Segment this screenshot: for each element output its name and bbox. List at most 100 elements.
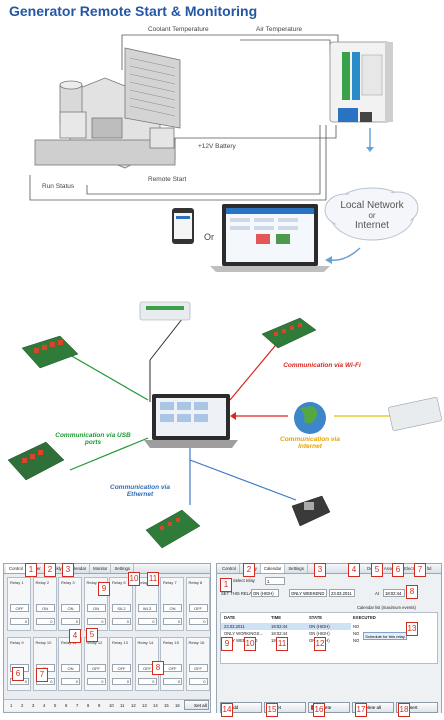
- callout-number: 9: [221, 637, 233, 651]
- run-status-label: Run Status: [42, 183, 75, 190]
- tab-settings[interactable]: Settings: [285, 564, 308, 573]
- relay-name: Relay 3: [61, 580, 75, 585]
- relay-name: Relay 6: [137, 580, 152, 585]
- date-field[interactable]: 23.03.2011: [329, 589, 355, 597]
- relay-module-device: [329, 41, 393, 123]
- mode-select[interactable]: ONLY WEEKEND: [289, 589, 327, 597]
- relay-toggle-button[interactable]: ON: [61, 664, 80, 672]
- relay-value-box: 0: [137, 618, 157, 625]
- tab-monitor[interactable]: Monitor: [90, 564, 112, 573]
- callout-number: 8: [152, 661, 164, 675]
- table-cell: ON (HIGH): [309, 624, 330, 629]
- relay-toggle-button[interactable]: OFF: [188, 664, 208, 672]
- relay-toggle-button[interactable]: SIL2: [112, 604, 131, 612]
- callout-number: 7: [36, 668, 48, 682]
- tab-calendar[interactable]: Calendar: [260, 564, 286, 573]
- relay-toggle-button[interactable]: ON: [163, 604, 182, 612]
- generator-diagram: [29, 34, 419, 272]
- table-cell: ONLY WEEKEND: [224, 638, 258, 643]
- relay-toggle-button[interactable]: OFF: [163, 664, 182, 672]
- relay-name: Relay 13: [112, 640, 128, 645]
- dinrail-module-right: [388, 397, 442, 431]
- callout-number: 4: [69, 629, 81, 643]
- relay-toggle-button[interactable]: ON: [35, 604, 55, 612]
- state-select[interactable]: ON (HIGH): [251, 589, 279, 597]
- relay-name: Relay 8: [188, 580, 203, 585]
- relay-toggle-button[interactable]: OFF: [10, 604, 29, 612]
- relay-value-box: 0: [188, 678, 208, 685]
- relay-toggle-button[interactable]: ON: [86, 604, 106, 612]
- phone-icon: [172, 208, 194, 244]
- relay-toggle-button[interactable]: OFF: [86, 664, 106, 672]
- relay-toggle-button[interactable]: ON: [61, 604, 80, 612]
- relay-tile: Relay 11ON0: [58, 637, 82, 691]
- table-cell: ON (HIGH): [309, 631, 330, 636]
- relay-toggle-button[interactable]: OFF: [188, 604, 208, 612]
- tab-control[interactable]: Control: [6, 564, 27, 573]
- relay-value-box: 0: [61, 618, 80, 625]
- page-title: Generator Remote Start & Monitoring: [9, 3, 258, 19]
- cloud-icon: [324, 187, 419, 241]
- relay-value-box: 0: [137, 678, 157, 685]
- ethernet-board-right: [291, 495, 331, 527]
- relay-tile: Relay 1 OFF 0: [7, 577, 31, 631]
- communication-diagram: [7, 301, 442, 549]
- relay-number: 5: [54, 703, 57, 708]
- callout-number: 18: [398, 703, 410, 717]
- relay-value-box: 0: [10, 618, 29, 625]
- tab-calendar[interactable]: Calendar: [66, 564, 91, 573]
- relay-control-panel: ControlTimerWeeklyCalendarMonitorSetting…: [3, 563, 211, 713]
- relay-toggle-button[interactable]: WL3: [137, 604, 157, 612]
- globe-icon: [294, 402, 326, 434]
- relay-number: 6: [65, 703, 68, 708]
- callout-number: 6: [392, 563, 404, 577]
- button-label: Add: [230, 705, 239, 710]
- relay-name: Relay 16: [188, 640, 205, 645]
- relay-value-box: 0: [35, 618, 55, 625]
- relay-value-box: 0: [163, 618, 182, 625]
- ethernet-label: Communication via Ethernet: [110, 484, 170, 498]
- relay-number: 11: [120, 703, 125, 708]
- schedule-button[interactable]: Schedule for this relay: [363, 632, 407, 640]
- callout-number: 12: [314, 637, 326, 651]
- relay-number: 14: [153, 703, 158, 708]
- cloud-line-2: or: [368, 211, 376, 220]
- relay-toggle-button[interactable]: OFF: [112, 664, 131, 672]
- relay-number: 10: [109, 703, 114, 708]
- relay-number: 4: [43, 703, 46, 708]
- relay-name: Relay 1: [10, 580, 24, 585]
- wifi-label: Communication via Wi-Fi: [283, 362, 361, 369]
- table-cell: 18:02:44: [271, 631, 288, 636]
- battery-label: +12V Battery: [198, 143, 236, 150]
- table-header: EXECUTED: [353, 615, 376, 620]
- tab-settings[interactable]: Settings: [111, 564, 134, 573]
- relay-board-bottom: [145, 509, 201, 549]
- relay-tile: Relay 10ON0: [32, 637, 57, 691]
- time-field[interactable]: 18:02:44: [383, 589, 405, 597]
- callout-number: 8: [406, 585, 418, 599]
- set-all-button[interactable]: Set all: [184, 700, 209, 710]
- at-label: At: [375, 591, 379, 596]
- relay-value-box: 0: [163, 678, 182, 685]
- relay-board-bottomleft: [7, 441, 65, 481]
- callout-number: 5: [86, 628, 98, 642]
- callout-number: 1: [25, 563, 37, 577]
- select-relay-field[interactable]: 1: [265, 577, 285, 585]
- callout-number: 2: [243, 563, 255, 577]
- usb-label: Communication via USB ports: [55, 432, 131, 446]
- tab-control[interactable]: Control: [219, 564, 240, 573]
- relay-number: 15: [164, 703, 169, 708]
- callout-number: 9: [98, 582, 110, 596]
- callout-number: 10: [244, 637, 256, 651]
- relay-name: Relay 4: [86, 580, 101, 585]
- relay-value-box: 0: [61, 678, 80, 685]
- relay-board-topright: [261, 317, 317, 349]
- table-header: DATE: [224, 615, 236, 620]
